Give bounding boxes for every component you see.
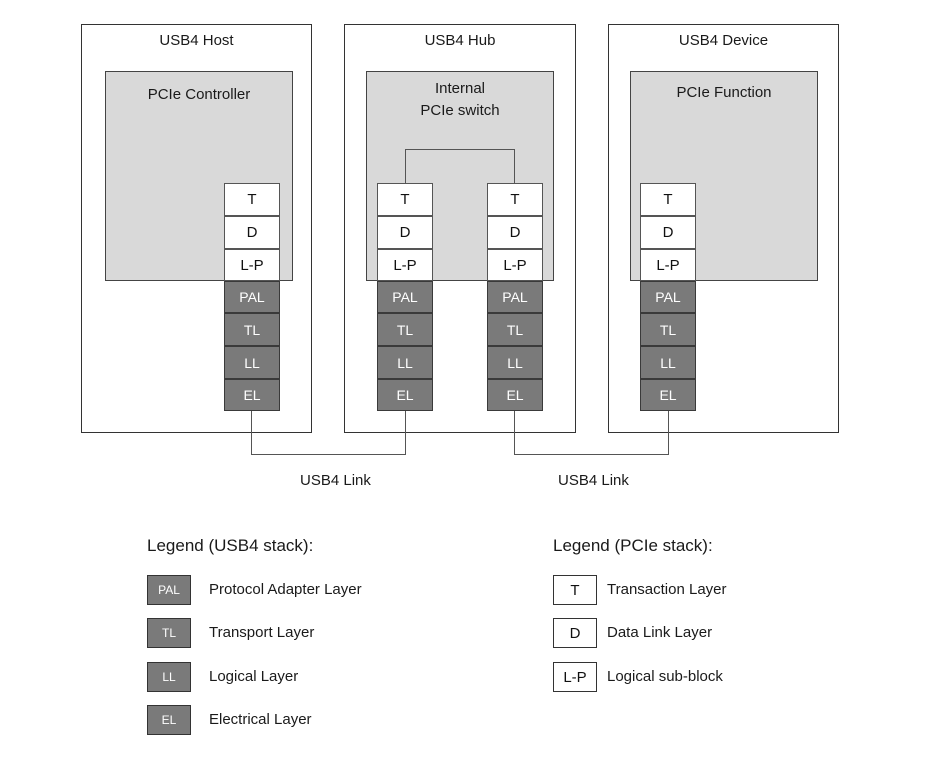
stack-pal: PAL bbox=[640, 281, 696, 313]
stack-l-p: L-P bbox=[640, 249, 696, 281]
legend-tl-label: Transport Layer bbox=[209, 624, 315, 641]
link-right-down-b bbox=[668, 411, 669, 455]
stack-pal: PAL bbox=[377, 281, 433, 313]
usb4-hub-title: USB4 Hub bbox=[424, 32, 496, 49]
link-left-down-b bbox=[405, 411, 406, 455]
legend-tl-swatch: TL bbox=[147, 618, 191, 648]
legend-d-swatch: D bbox=[553, 618, 597, 648]
stack-el: EL bbox=[224, 379, 280, 411]
pcie-controller-title: PCIe Controller bbox=[147, 86, 251, 103]
stack-ll: LL bbox=[377, 346, 433, 379]
stack-ll: LL bbox=[487, 346, 543, 379]
stack-l-p: L-P bbox=[224, 249, 280, 281]
stack-pal: PAL bbox=[224, 281, 280, 313]
legend-l-p-swatch: L-P bbox=[553, 662, 597, 692]
stack-ll: LL bbox=[224, 346, 280, 379]
legend-pal-label: Protocol Adapter Layer bbox=[209, 581, 362, 598]
legend-t-swatch: T bbox=[553, 575, 597, 605]
stack-l-p: L-P bbox=[487, 249, 543, 281]
usb4-link-label-right: USB4 Link bbox=[558, 472, 629, 489]
stack-d: D bbox=[487, 216, 543, 249]
stack-l-p: L-P bbox=[377, 249, 433, 281]
link-left-down-a bbox=[251, 411, 252, 455]
stack-d: D bbox=[224, 216, 280, 249]
legend-el-label: Electrical Layer bbox=[209, 711, 312, 728]
usb4-link-label-left: USB4 Link bbox=[300, 472, 371, 489]
stack-tl: TL bbox=[487, 313, 543, 346]
stack-t: T bbox=[640, 183, 696, 216]
switch-connector-left bbox=[405, 149, 406, 183]
stack-t: T bbox=[487, 183, 543, 216]
stack-tl: TL bbox=[377, 313, 433, 346]
stack-el: EL bbox=[640, 379, 696, 411]
stack-t: T bbox=[224, 183, 280, 216]
legend-pal-swatch: PAL bbox=[147, 575, 191, 605]
link-left-bottom bbox=[251, 454, 406, 455]
stack-ll: LL bbox=[640, 346, 696, 379]
usb4-host-title: USB4 Host bbox=[159, 32, 234, 49]
stack-t: T bbox=[377, 183, 433, 216]
legend-t-label: Transaction Layer bbox=[607, 581, 727, 598]
internal-pcie-switch-title-line2: PCIe switch bbox=[420, 102, 500, 119]
stack-el: EL bbox=[487, 379, 543, 411]
stack-pal: PAL bbox=[487, 281, 543, 313]
link-right-bottom bbox=[514, 454, 669, 455]
legend-l-p-label: Logical sub-block bbox=[607, 668, 723, 685]
legend-ll-swatch: LL bbox=[147, 662, 191, 692]
legend-usb4-heading: Legend (USB4 stack): bbox=[147, 536, 314, 555]
stack-tl: TL bbox=[640, 313, 696, 346]
stack-d: D bbox=[377, 216, 433, 249]
pcie-function-title: PCIe Function bbox=[676, 84, 772, 101]
stack-tl: TL bbox=[224, 313, 280, 346]
internal-pcie-switch-title-line1: Internal bbox=[434, 80, 486, 97]
legend-el-swatch: EL bbox=[147, 705, 191, 735]
usb4-device-title: USB4 Device bbox=[678, 32, 769, 49]
legend-d-label: Data Link Layer bbox=[607, 624, 713, 641]
switch-connector-top bbox=[405, 149, 515, 150]
stack-el: EL bbox=[377, 379, 433, 411]
stack-d: D bbox=[640, 216, 696, 249]
link-right-down-a bbox=[514, 411, 515, 455]
switch-connector-right bbox=[514, 149, 515, 183]
legend-ll-label: Logical Layer bbox=[209, 668, 299, 685]
legend-pcie-heading: Legend (PCIe stack): bbox=[553, 536, 713, 555]
